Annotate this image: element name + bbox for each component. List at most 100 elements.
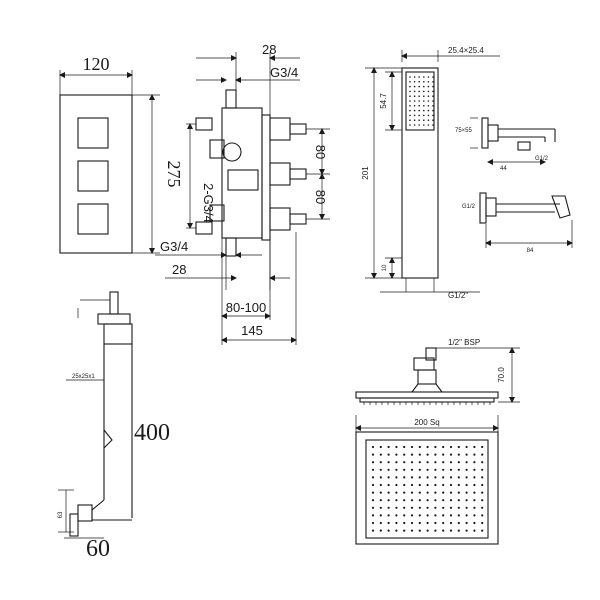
nozzle-dot bbox=[410, 514, 414, 517]
nozzle-dot bbox=[395, 529, 398, 532]
nozzle-dot bbox=[434, 468, 437, 471]
nozzle-dot bbox=[409, 90, 411, 93]
nozzle-dot bbox=[442, 476, 445, 479]
nozzle-dot bbox=[410, 445, 414, 449]
control-knob-top bbox=[77, 117, 109, 149]
nozzle-dot bbox=[442, 461, 445, 464]
nozzle-dot bbox=[449, 529, 453, 532]
nozzle-dot bbox=[413, 90, 416, 93]
nozzle-dot bbox=[473, 506, 476, 509]
outlets-thread-label: 2-G3/4 bbox=[201, 183, 216, 223]
nozzle-dot bbox=[481, 499, 484, 502]
nozzle-dot bbox=[379, 529, 382, 532]
nozzle-dot bbox=[410, 521, 414, 525]
nozzle-dot bbox=[434, 521, 437, 525]
nozzle-dot bbox=[418, 529, 421, 532]
nozzle-dot bbox=[449, 476, 453, 479]
nozzle-dot bbox=[418, 506, 421, 509]
nozzle-dot bbox=[465, 514, 468, 517]
nozzle-dot bbox=[465, 521, 468, 525]
nozzle-dot bbox=[387, 506, 390, 509]
nozzle-dot bbox=[434, 453, 437, 456]
nozzle-dot bbox=[481, 445, 484, 449]
nozzle-dot bbox=[395, 506, 398, 509]
nozzle-dot bbox=[465, 483, 468, 487]
nozzle-dot bbox=[371, 445, 375, 449]
nozzle-dot bbox=[418, 483, 421, 487]
nozzle-dot bbox=[410, 483, 414, 487]
nozzle-dot bbox=[379, 506, 382, 509]
nozzle-dot bbox=[465, 468, 468, 471]
nozzle-dot bbox=[387, 483, 390, 487]
nozzle-dot bbox=[403, 476, 406, 479]
handset-bar-size-label: 25.4×25.4 bbox=[448, 46, 484, 55]
nozzle-dot bbox=[413, 105, 416, 107]
nozzle-dot bbox=[410, 499, 414, 502]
total-depth-label: 145 bbox=[241, 323, 263, 338]
nozzle-dot bbox=[427, 85, 430, 88]
nozzle-dot bbox=[465, 445, 468, 449]
nozzle-dot bbox=[432, 100, 434, 102]
nozzle-dot bbox=[410, 468, 414, 471]
nozzle-dot bbox=[379, 491, 382, 494]
nozzle-dot bbox=[387, 476, 390, 479]
nozzle-dot bbox=[449, 468, 453, 471]
nozzle-dot bbox=[371, 499, 375, 502]
nozzle-dot bbox=[426, 499, 429, 502]
handset-bottom-offset-label: 10 bbox=[382, 264, 388, 271]
nozzle-dot bbox=[403, 445, 406, 449]
nozzle-dot bbox=[473, 514, 476, 517]
nozzle-dot bbox=[442, 453, 445, 456]
nozzle-dot bbox=[457, 521, 460, 525]
nozzle-dot bbox=[473, 499, 476, 502]
nozzle-dot bbox=[371, 491, 375, 494]
nozzle-dot bbox=[426, 514, 429, 517]
nozzle-dot bbox=[379, 483, 382, 487]
nozzle-dot bbox=[442, 529, 445, 532]
nozzle-dot bbox=[457, 529, 460, 532]
nozzle-dot bbox=[413, 119, 416, 121]
nozzle-dot bbox=[427, 109, 430, 112]
top-outlet-offset-label: 28 bbox=[262, 42, 276, 57]
nozzle-dot bbox=[432, 95, 434, 97]
nozzle-dot bbox=[449, 461, 453, 464]
nozzle-dot bbox=[473, 529, 476, 532]
nozzle-dot bbox=[410, 461, 414, 464]
head-size-label: 200 Sq bbox=[414, 418, 439, 427]
nozzle-dot bbox=[473, 521, 476, 525]
nozzle-dot bbox=[413, 81, 416, 83]
nozzle-dot bbox=[481, 529, 484, 532]
nozzle-dot bbox=[387, 521, 390, 525]
handset-head bbox=[405, 71, 435, 131]
nozzle-dot bbox=[413, 109, 416, 112]
nozzle-dot bbox=[432, 114, 434, 117]
holder-thread-label: G1/2 bbox=[462, 204, 476, 210]
nozzle-dot bbox=[457, 499, 460, 502]
wall-elbow: 75×55 44 G1/2 bbox=[455, 117, 556, 172]
nozzle-dot bbox=[418, 119, 421, 121]
nozzle-dot bbox=[426, 453, 429, 456]
nozzle-dot bbox=[449, 514, 453, 517]
nozzle-dot bbox=[418, 95, 421, 97]
nozzle-dot bbox=[387, 445, 390, 449]
nozzle-dot bbox=[403, 499, 406, 502]
nozzle-dot bbox=[473, 445, 476, 449]
nozzle-dot bbox=[457, 453, 460, 456]
nozzle-dot bbox=[427, 76, 430, 78]
nozzle-dot bbox=[418, 445, 421, 449]
nozzle-dot bbox=[403, 483, 406, 487]
elbow-depth-label: 44 bbox=[500, 166, 507, 172]
nozzle-dot bbox=[427, 100, 430, 102]
nozzle-dot bbox=[473, 476, 476, 479]
elbow-thread-label: G1/2 bbox=[535, 156, 549, 162]
nozzle-dot bbox=[418, 461, 421, 464]
nozzle-dot bbox=[465, 453, 468, 456]
nozzle-dot bbox=[426, 461, 429, 464]
nozzle-dot bbox=[457, 468, 460, 471]
nozzle-dot bbox=[426, 521, 429, 525]
handset-nozzle-grid bbox=[409, 76, 434, 126]
nozzle-dot bbox=[418, 468, 421, 471]
nozzle-dot bbox=[371, 483, 375, 487]
nozzle-dot bbox=[481, 491, 484, 494]
nozzle-dot bbox=[423, 119, 425, 121]
